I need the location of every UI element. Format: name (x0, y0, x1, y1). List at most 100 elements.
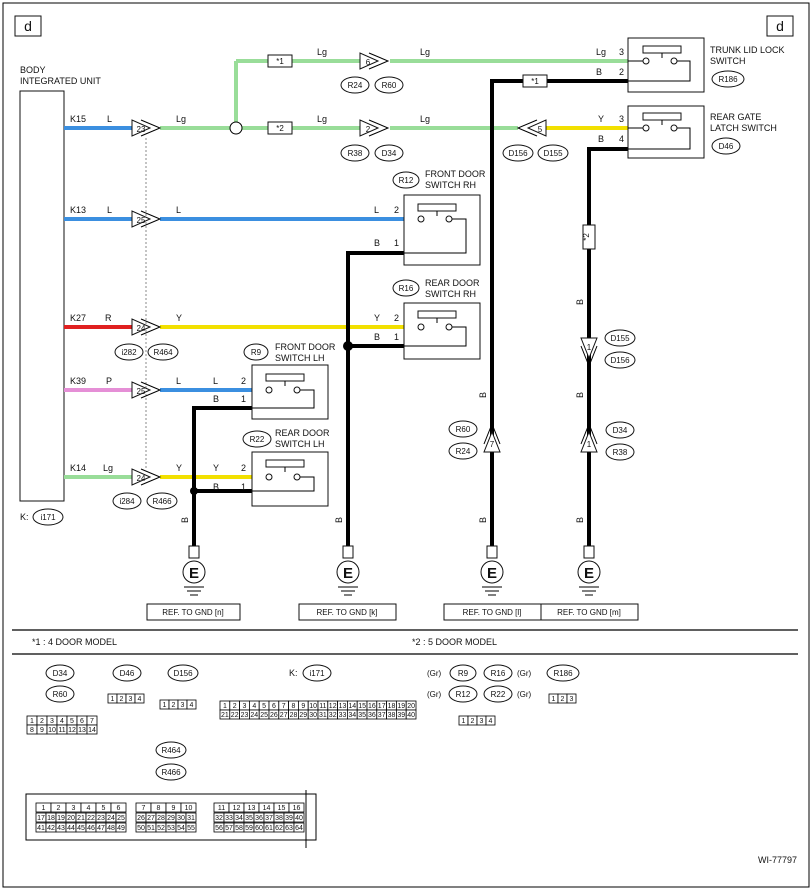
svg-text:K13: K13 (70, 205, 86, 215)
svg-text:B: B (596, 67, 602, 77)
junction-j24-a: 24 (131, 318, 162, 336)
svg-text:R186: R186 (553, 669, 573, 678)
junction-j23: 23 (131, 119, 162, 137)
r464a-pin-label: 19 (57, 815, 65, 822)
rear-door-switch-lh: REAR DOOR SWITCH LH R22 (242, 428, 330, 507)
i171-pin-label: 30 (309, 712, 317, 719)
i171-pin-label: 11 (319, 703, 326, 710)
svg-text:3: 3 (619, 47, 624, 57)
r464a-pin-label: 18 (47, 815, 55, 822)
svg-text:3: 3 (619, 114, 624, 124)
ground-m: E (577, 545, 601, 596)
i171-pin-label: 4 (252, 703, 256, 710)
connector-labels: R24 R60 R38 D34 D156 D155 i282 R464 i284… (112, 76, 636, 510)
svg-text:B: B (575, 299, 585, 305)
i171-pin-label: 2 (233, 703, 237, 710)
svg-text:2: 2 (366, 125, 371, 134)
r464c-pin-label: 39 (285, 815, 293, 822)
r464b-pin-label: 31 (187, 815, 195, 822)
r464a-pin-label: 23 (97, 815, 105, 822)
svg-text:R60: R60 (456, 425, 471, 434)
svg-text:R22: R22 (250, 435, 265, 444)
svg-text:REF. TO GND [m]: REF. TO GND [m] (557, 608, 621, 617)
svg-text:REAR DOOR: REAR DOOR (275, 428, 330, 438)
svg-text:B: B (334, 517, 344, 523)
svg-text:*2: *2 (582, 233, 591, 241)
r464a-pin-label: 49 (117, 825, 125, 832)
svg-text:E: E (189, 565, 199, 582)
svg-text:B: B (598, 134, 604, 144)
r464c-pin-label: 12 (233, 805, 241, 812)
svg-text:D46: D46 (719, 142, 734, 151)
i171-pin-label: 28 (290, 712, 298, 719)
svg-text:R186: R186 (718, 75, 738, 84)
i171-pin-label: 34 (348, 712, 356, 719)
svg-text:4: 4 (619, 134, 624, 144)
trunk-lid-lock-switch: TRUNK LID LOCK SWITCH R186 (627, 37, 785, 93)
i171-pin-label: 7 (282, 703, 286, 710)
svg-text:24: 24 (137, 474, 146, 483)
i171-pin-label: 12 (329, 703, 337, 710)
i171-pin-label: 40 (407, 712, 415, 719)
i171-pin-label: 17 (378, 703, 386, 710)
junction-j1-bottom: 1 (580, 422, 598, 453)
svg-text:B: B (180, 517, 190, 523)
r464a-pin-label: 47 (97, 825, 105, 832)
switch4-pin-label: 2 (471, 718, 475, 725)
i171-pin-label: 3 (243, 703, 247, 710)
switch4-pin-cell (485, 715, 496, 726)
i171-pin-label: 38 (388, 712, 396, 719)
switch4-pin-label: 1 (462, 718, 466, 725)
wire-labels: K15 L Lg Lg Lg Lg Lg Lg 3 B 2 Y 3 B 4 K1… (70, 47, 624, 523)
svg-text:R38: R38 (613, 448, 628, 457)
svg-text:SWITCH LH: SWITCH LH (275, 439, 325, 449)
r464a-pin-label: 48 (107, 825, 115, 832)
svg-text:REAR DOOR: REAR DOOR (425, 278, 480, 288)
i171-pin-label: 39 (397, 712, 405, 719)
svg-text:L: L (107, 114, 112, 124)
r464b-pin-label: 8 (157, 805, 161, 812)
i171-pin-label: 21 (221, 712, 229, 719)
r464b-pin-label: 29 (167, 815, 175, 822)
svg-text:1: 1 (241, 394, 246, 404)
svg-text:2: 2 (619, 67, 624, 77)
svg-text:i282: i282 (121, 348, 137, 357)
rear-door-switch-rh: REAR DOOR SWITCH RH R16 (392, 278, 481, 360)
i171-pin-label: 22 (231, 712, 239, 719)
svg-text:Y: Y (176, 313, 182, 323)
d34-pin-label: 7 (90, 718, 94, 725)
svg-text:R16: R16 (491, 669, 506, 678)
r464a-pin-label: 41 (37, 825, 45, 832)
i171-pin-label: 25 (260, 712, 268, 719)
svg-text:i284: i284 (119, 497, 135, 506)
svg-text:Lg: Lg (596, 47, 606, 57)
svg-text:1: 1 (587, 343, 592, 352)
ground-k: E (336, 545, 360, 596)
r464b-pin-label: 7 (142, 805, 146, 812)
d34-pin-label: 5 (70, 718, 74, 725)
svg-text:Lg: Lg (317, 114, 327, 124)
r186-pin-label: 2 (561, 696, 565, 703)
i171-pin-label: 9 (301, 703, 305, 710)
svg-text:K39: K39 (70, 376, 86, 386)
r464b-pin-label: 27 (147, 815, 155, 822)
svg-text:Y: Y (176, 463, 182, 473)
svg-text:Y: Y (213, 463, 219, 473)
svg-text:K27: K27 (70, 313, 86, 323)
ground-l: E (480, 545, 504, 596)
svg-text:FRONT DOOR: FRONT DOOR (275, 342, 336, 352)
ref-gnd-boxes: REF. TO GND [n] REF. TO GND [k] REF. TO … (146, 603, 639, 621)
corner-mark-left: d (14, 15, 42, 37)
r464a-pin-label: 24 (107, 815, 115, 822)
svg-text:2: 2 (394, 313, 399, 323)
junction-j2: 2 (359, 119, 390, 137)
r464c-pin-label: 62 (275, 825, 283, 832)
svg-text:5: 5 (538, 125, 543, 134)
svg-text:SWITCH: SWITCH (710, 56, 746, 66)
i171-pin-label: 36 (368, 712, 376, 719)
i171-pin-label: 5 (262, 703, 266, 710)
svg-text:1: 1 (394, 332, 399, 342)
r464a-pin-label: 6 (117, 805, 121, 812)
